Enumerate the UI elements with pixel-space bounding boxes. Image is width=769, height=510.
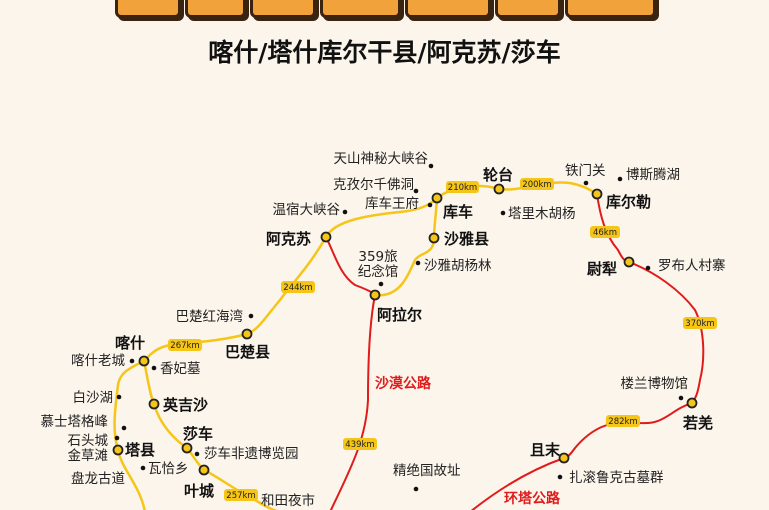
attraction-label: 铁门关 xyxy=(565,163,606,179)
attraction-label: 楼兰博物馆 xyxy=(621,375,689,392)
svg-text:267km: 267km xyxy=(170,341,199,351)
city-label: 库车 xyxy=(443,203,473,221)
city-label: 沙雅县 xyxy=(444,230,489,248)
distance-badge: 370km xyxy=(683,317,717,329)
attraction-label: 温宿大峡谷 xyxy=(273,201,341,218)
city-node-alar[interactable] xyxy=(369,289,381,301)
attraction-label: 塔里木胡杨 xyxy=(508,206,576,222)
road-label-ring: 环塔公路 xyxy=(504,490,561,507)
page-subtitle: 喀什/塔什库尔干县/阿克苏/莎车 xyxy=(208,38,561,67)
attraction-label: 喀什老城 xyxy=(71,353,125,369)
distance-badge: 46km xyxy=(590,226,620,238)
city-label: 喀什 xyxy=(115,334,145,352)
attraction-label: 莎车非遗博览园 xyxy=(204,445,299,462)
distance-badge: 267km xyxy=(168,339,202,351)
city-label: 莎车 xyxy=(183,425,213,443)
city-label: 英吉沙 xyxy=(163,396,208,414)
attraction-label: 扎滚鲁克古墓群 xyxy=(569,469,664,486)
city-node-bachu[interactable] xyxy=(241,328,253,340)
city-node-shache[interactable] xyxy=(181,442,193,454)
svg-text:46km: 46km xyxy=(593,228,617,238)
city-label: 轮台 xyxy=(483,166,513,184)
attraction-label: 纪念馆 xyxy=(358,263,399,280)
attraction-label: 罗布人村寨 xyxy=(658,257,726,274)
svg-text:439km: 439km xyxy=(345,440,374,450)
attraction-label: 博斯腾湖 xyxy=(626,166,680,183)
attraction-label: 香妃墓 xyxy=(160,361,201,377)
red-routes xyxy=(325,193,705,510)
road-label-desert: 沙漠公路 xyxy=(375,375,432,392)
city-node-luntai[interactable] xyxy=(493,183,505,195)
svg-text:210km: 210km xyxy=(448,183,477,193)
route-ruoqiang-qiemo xyxy=(470,402,693,510)
title-banner xyxy=(115,0,656,18)
city-label: 阿克苏 xyxy=(266,230,311,248)
attraction-label: 精绝国故址 xyxy=(393,463,461,479)
city-node-qiemo[interactable] xyxy=(558,452,570,464)
route-korla-ruoqiang xyxy=(596,193,705,404)
svg-text:200km: 200km xyxy=(522,180,551,190)
city-node-yengisar[interactable] xyxy=(148,398,160,410)
attraction-label: 白沙湖 xyxy=(73,390,114,406)
distance-badge: 244km xyxy=(281,281,315,293)
city-node-korla[interactable] xyxy=(591,188,603,200)
attraction-label: 金草滩 xyxy=(68,448,109,464)
route-kuqa-shaya-alar xyxy=(373,196,439,297)
attraction-label: 慕士塔格峰 xyxy=(41,414,109,430)
attraction-label: 石头城 xyxy=(68,433,109,449)
distance-badge: 282km xyxy=(606,415,640,427)
svg-text:257km: 257km xyxy=(226,491,255,501)
city-node-taxian[interactable] xyxy=(112,444,124,456)
city-label: 若羌 xyxy=(682,414,713,432)
distance-badge: 439km xyxy=(343,438,377,450)
distance-badge: 200km xyxy=(520,178,554,190)
city-nodes xyxy=(112,183,698,476)
distance-badges: 210km 200km 46km 370km 282km 439km 244km… xyxy=(168,178,717,501)
svg-text:244km: 244km xyxy=(283,283,312,293)
city-label: 阿拉尔 xyxy=(377,306,422,324)
distance-badge: 257km xyxy=(224,489,258,501)
route-kashgar-taxian xyxy=(113,359,146,510)
attraction-label: 359旅 xyxy=(358,249,397,265)
city-label: 叶城 xyxy=(184,482,214,500)
attraction-label: 克孜尔千佛洞 xyxy=(333,177,414,193)
city-node-kuqa[interactable] xyxy=(431,192,443,204)
attraction-label: 天山神秘大峡谷 xyxy=(334,151,429,167)
city-label: 塔县 xyxy=(125,441,155,459)
city-node-kashgar[interactable] xyxy=(138,355,150,367)
city-label: 且末 xyxy=(530,441,561,459)
city-label: 库尔勒 xyxy=(606,193,651,211)
attraction-labels: 天山神秘大峡谷 克孜尔千佛洞 库车王府 温宿大峡谷 铁门关 博斯腾湖 塔里木胡杨… xyxy=(41,151,726,509)
svg-text:370km: 370km xyxy=(685,319,714,329)
attraction-label: 和田夜市 xyxy=(261,492,315,509)
city-labels: 库车 轮台 库尔勒 尉犁 若羌 且末 阿克苏 沙雅县 阿拉尔 巴楚县 喀什 英吉… xyxy=(115,166,713,500)
city-label: 尉犁 xyxy=(587,260,617,278)
attraction-label: 巴楚红海湾 xyxy=(176,308,244,325)
city-node-yuli[interactable] xyxy=(623,256,635,268)
city-node-yecheng[interactable] xyxy=(198,464,210,476)
attraction-label: 沙雅胡杨林 xyxy=(424,258,492,274)
attraction-dots xyxy=(114,163,684,492)
city-node-shaya[interactable] xyxy=(428,232,440,244)
city-label: 巴楚县 xyxy=(225,343,270,361)
svg-text:282km: 282km xyxy=(608,417,637,427)
attraction-label: 瓦恰乡 xyxy=(148,461,189,477)
attraction-label: 库车王府 xyxy=(365,195,419,212)
distance-badge: 210km xyxy=(446,181,479,193)
city-node-aksu[interactable] xyxy=(320,231,332,243)
attraction-label: 盘龙古道 xyxy=(71,470,125,487)
city-node-ruoqiang[interactable] xyxy=(686,397,698,409)
